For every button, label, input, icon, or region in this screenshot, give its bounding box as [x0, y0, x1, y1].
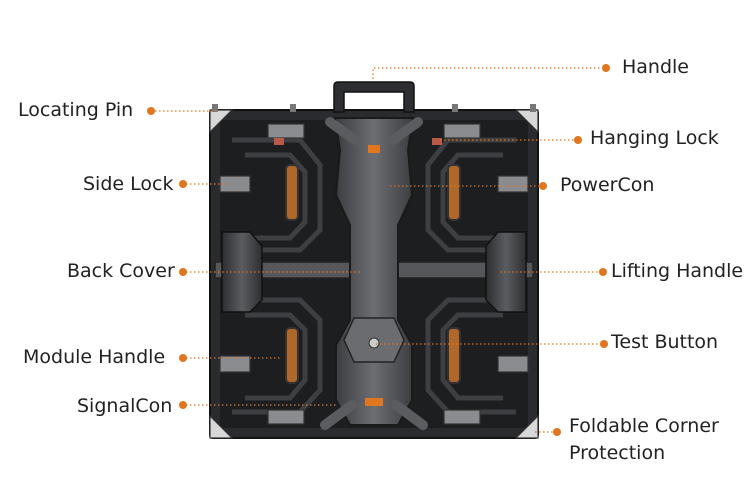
dot-back-cover	[179, 268, 187, 276]
dot-handle	[602, 64, 610, 72]
dot-module-handle	[179, 354, 187, 362]
leader-dots	[147, 64, 610, 436]
locating-pins	[212, 104, 536, 112]
led-cabinet	[209, 81, 539, 439]
module-slots	[285, 164, 461, 384]
signalcon-connector	[365, 398, 383, 406]
side-locks	[219, 123, 529, 425]
dot-hanging-lock	[574, 136, 582, 144]
powercon-connector	[368, 145, 380, 153]
label-foldable-corner: Foldable Corner	[569, 415, 719, 437]
dot-signalcon	[179, 401, 187, 409]
hanging-locks	[274, 138, 442, 145]
right-lifting-handle	[485, 231, 527, 313]
label-module-handle: Module Handle	[23, 346, 166, 368]
test-button	[368, 337, 380, 349]
dot-lifting-handle	[599, 268, 607, 276]
dot-powercon	[539, 182, 547, 190]
label-back-cover: Back Cover	[67, 260, 175, 282]
label-locating-pin: Locating Pin	[18, 99, 134, 121]
corner-protections	[209, 109, 539, 439]
dot-corner	[553, 428, 561, 436]
label-lifting-handle: Lifting Handle	[611, 260, 744, 282]
label-signalcon: SignalCon	[77, 395, 173, 417]
dot-test-button	[600, 340, 608, 348]
label-powercon: PowerCon	[560, 174, 655, 196]
dot-locating-pin	[147, 107, 155, 115]
leader-handle	[372, 67, 604, 79]
label-foldable-corner-protection: Protection	[569, 442, 666, 464]
top-handle	[333, 81, 415, 113]
label-hanging-lock: Hanging Lock	[590, 127, 719, 149]
label-test-button: Test Button	[611, 331, 719, 353]
struts	[320, 117, 428, 430]
dot-side-lock	[179, 180, 187, 188]
label-side-lock: Side Lock	[83, 173, 174, 195]
label-handle: Handle	[622, 56, 690, 78]
leader-lines	[155, 67, 604, 433]
